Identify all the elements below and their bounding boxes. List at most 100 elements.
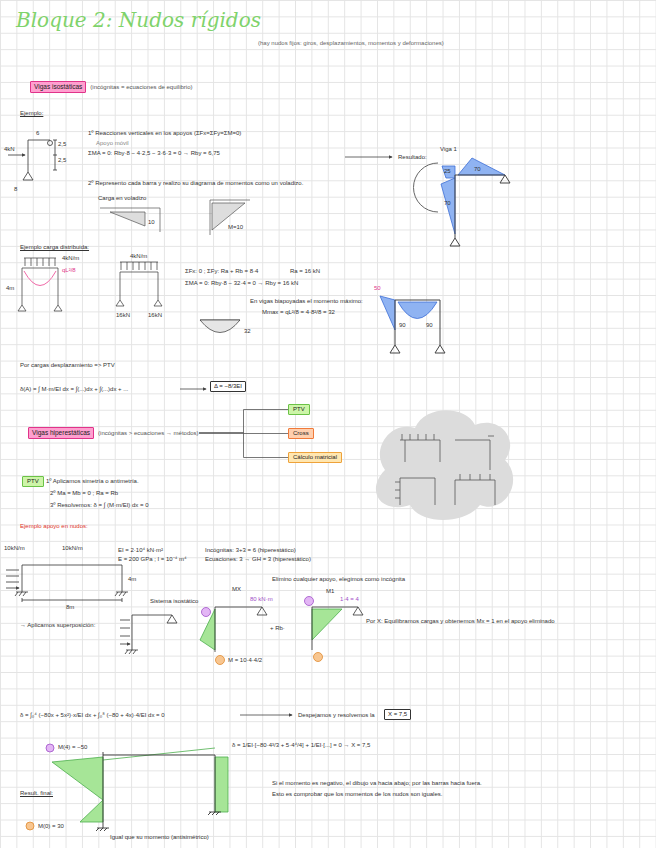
superposition-frames	[312, 607, 358, 650]
note-text: 25	[444, 168, 451, 175]
highlight-circles	[216, 656, 225, 665]
cloud-frames	[455, 436, 494, 470]
l-frame-example	[48, 141, 53, 146]
superposition-frames	[215, 607, 262, 652]
isostatic-system	[125, 650, 138, 654]
l-frame-example	[8, 155, 25, 156]
portal-distributed-load	[18, 305, 62, 311]
final-frame	[96, 752, 221, 831]
moment-diagram-result	[441, 158, 505, 234]
node-text: Cross	[288, 428, 314, 439]
note-text: 80 kN·m	[250, 596, 273, 603]
branch-line	[199, 433, 288, 458]
note-text: Apoyo móvil	[96, 140, 129, 147]
note-text: Elimino cualquier apoyo, elegimos como i…	[272, 576, 405, 583]
note-text: E = 200 GPa ; I = 10⁻⁴ m⁴	[118, 556, 187, 563]
result-box: Δ = −8/3EI	[210, 381, 247, 392]
highlight-circles	[314, 653, 323, 662]
cloud-frames	[400, 434, 440, 462]
highlight-circles	[46, 744, 54, 752]
result-box: X = 7,5	[384, 709, 412, 720]
note-text: M1	[326, 588, 334, 595]
superposition-frames	[353, 607, 363, 615]
note-text: 2º Represento cada barra y realizo su di…	[88, 180, 303, 187]
note-text: MX	[232, 586, 241, 593]
superposition-frames	[215, 607, 363, 652]
portal-distributed-load	[116, 300, 162, 306]
note-text: 6	[36, 130, 39, 137]
final-moment-diagram	[103, 748, 215, 760]
note-text: δ = ∫₀⁴ (−80x + 5x²)·x/EI dx + ∫₀⁸ (−80 …	[20, 712, 165, 719]
note-text: 90	[399, 322, 406, 329]
note-text: 8m	[66, 604, 74, 611]
l-frame-example	[23, 172, 33, 180]
cantilever-moment-sketch	[100, 208, 160, 232]
note-text: Ejemplo carga distribuida:	[20, 244, 89, 251]
method-box: Cálculo matricial	[288, 452, 343, 463]
note-text: Igual que su momento (antisimétrico)	[110, 834, 209, 841]
highlight-circles	[26, 822, 34, 830]
note-text: 10kN/m	[62, 545, 83, 552]
cantilever-moment-sketch	[110, 212, 145, 226]
frame-result	[413, 163, 510, 246]
note-text: Incógnitas: 3+3 = 6 (hiperestático)	[205, 547, 296, 554]
note-text: 2,5	[58, 157, 66, 164]
note-text: Resultado:	[398, 154, 427, 161]
note-text: 2º Ma = Mb = 0 ; Ra = Rb	[50, 490, 118, 497]
moment-diagram-result	[442, 166, 455, 178]
method-box: Cross	[288, 428, 314, 439]
note-text: M(0) = 30	[38, 823, 64, 830]
final-moment-diagram	[52, 748, 228, 822]
note-text: 16kN	[148, 312, 162, 319]
isostatic-system	[120, 615, 177, 654]
moment-diagram-mx	[312, 609, 342, 640]
note-text: 32	[244, 328, 251, 335]
final-moment-diagram	[215, 757, 228, 812]
isostatic-system	[120, 620, 130, 644]
node-text: X = 7,5	[384, 709, 411, 720]
note-text: 50	[374, 285, 381, 292]
note-text: Viga 1	[440, 146, 457, 153]
portal-distributed-load	[200, 320, 240, 333]
portal-distributed-load	[120, 262, 158, 270]
hyperstatic-portal	[6, 565, 128, 602]
result-arrow	[345, 157, 392, 158]
note-text: 4kN/m	[130, 253, 147, 260]
node-text: Vigas isostáticas	[30, 81, 86, 92]
cloud-frames	[395, 434, 495, 505]
note-text: ΣMA = 0: Rby·8 − 32·4 = 0 → Rby = 16 kN	[185, 280, 298, 287]
cantilever-moment-sketch	[212, 203, 245, 230]
note-text: Esto es comprobar que los momentos de lo…	[272, 791, 442, 798]
node-text: Δ = −8/3EI	[210, 381, 246, 392]
note-text: EI = 2·10⁴ kN·m²	[118, 547, 163, 554]
node-text: Cálculo matricial	[288, 452, 342, 463]
note-text: δ = 1/EI·[−80·4³/3 + 5·4⁴/4] + 1/EI·[...…	[232, 742, 370, 749]
l-frame-example	[8, 140, 57, 180]
moment-diagram-portal	[380, 296, 437, 330]
portal-distributed-load	[120, 272, 158, 300]
hyperstatic-portal	[22, 565, 122, 592]
note-text: 10	[148, 219, 155, 226]
solve-arrows	[240, 715, 292, 716]
note-text: → Aplicamos superposición:	[20, 622, 95, 629]
node-text: Vigas hiperestáticas	[28, 427, 94, 438]
portal-distributed-load	[22, 268, 58, 305]
node-text: PTV	[288, 404, 310, 415]
note-text: 4m	[128, 576, 136, 583]
note-text: 16kN	[116, 312, 130, 319]
note-text: 10kN/m	[4, 545, 25, 552]
l-frame-example	[28, 140, 50, 172]
cloud-frames	[395, 478, 435, 505]
note-text: 4m	[6, 285, 14, 292]
note-text: δ(A) = ∫ M·m/EI dx = ∫(...)dx + ∫(...)dx…	[20, 386, 128, 393]
note-text: Ejemplo apoyo en nudos:	[20, 523, 88, 530]
cloud-sketch	[376, 410, 513, 520]
moment-diagram-result	[441, 178, 455, 234]
page-title: Bloque 2: Nudos rígidos	[16, 8, 261, 32]
node-note: (incógnitas > ecuaciones → métodos)	[98, 430, 199, 437]
highlight-circles	[202, 608, 211, 617]
cantilever-moment-sketch	[100, 200, 250, 235]
cloud-sketch	[376, 410, 513, 520]
portal-frame	[395, 300, 440, 345]
